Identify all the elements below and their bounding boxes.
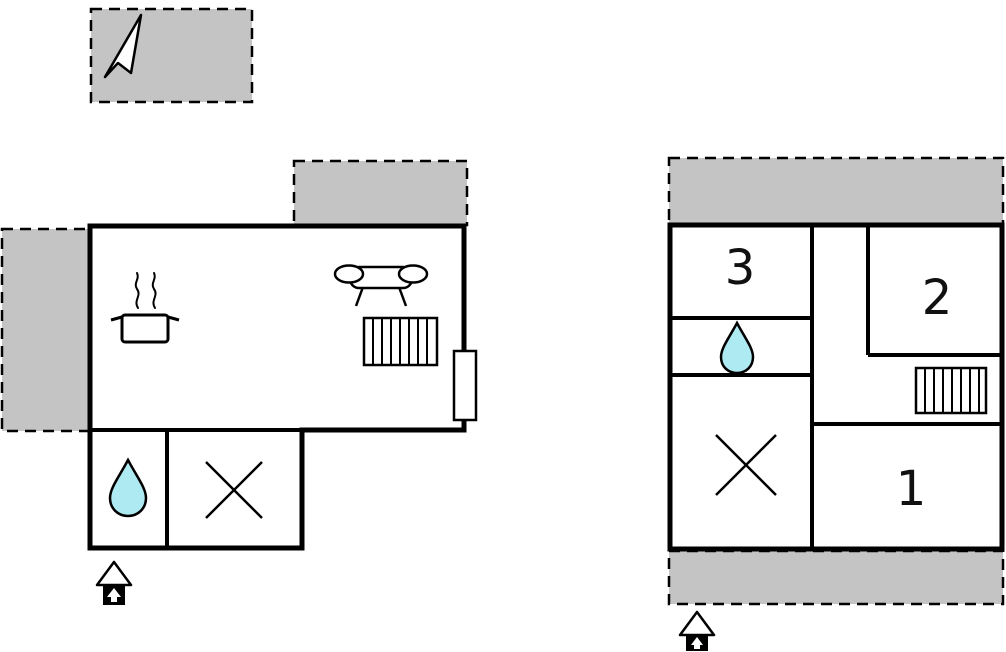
stairs-steps xyxy=(924,368,980,413)
entrance-arrow xyxy=(691,637,703,649)
water-drop-icon-left-plan xyxy=(108,457,148,518)
window-icon xyxy=(452,349,478,422)
water-drop-icon-right-plan xyxy=(719,320,755,375)
terrace-top-right-plan xyxy=(667,156,1005,226)
stairs-icon-right-plan xyxy=(914,366,988,415)
x-mark-icon-left-plan xyxy=(205,461,263,519)
entrance-arrow xyxy=(107,588,121,602)
north-arrow-icon xyxy=(103,13,143,79)
sofa-armrest-right xyxy=(397,264,429,284)
stairs-steps xyxy=(372,318,428,365)
entrance-roof xyxy=(678,610,716,637)
sofa-armrest-left xyxy=(333,264,365,284)
entrance-icon-right-plan xyxy=(678,610,716,651)
sofa-leg-right xyxy=(397,286,408,307)
right-plan-interior-walls xyxy=(670,225,1002,549)
entrance-roof xyxy=(95,560,133,587)
pot-body xyxy=(120,313,170,344)
steam-line-2 xyxy=(151,272,157,309)
steam-line-1 xyxy=(134,272,140,309)
room-label-3: 3 xyxy=(724,240,756,296)
terrace-top-left-plan xyxy=(292,159,469,227)
x-mark-icon-right-plan xyxy=(715,434,777,496)
pot-handle-left xyxy=(110,315,123,322)
north-arrow-box xyxy=(89,7,254,104)
terrace-bottom-right-plan xyxy=(667,549,1005,606)
terrace-side-left-plan xyxy=(0,227,91,433)
entrance-icon-left-plan xyxy=(95,560,133,605)
sofa-icon xyxy=(333,264,429,307)
sofa-leg-left xyxy=(354,286,365,307)
room-label-1: 1 xyxy=(895,461,927,517)
stairs-icon-left-plan xyxy=(362,316,439,367)
pot-handle-right xyxy=(167,315,180,322)
cooking-pot-icon xyxy=(110,272,180,344)
room-label-2: 2 xyxy=(921,270,953,326)
